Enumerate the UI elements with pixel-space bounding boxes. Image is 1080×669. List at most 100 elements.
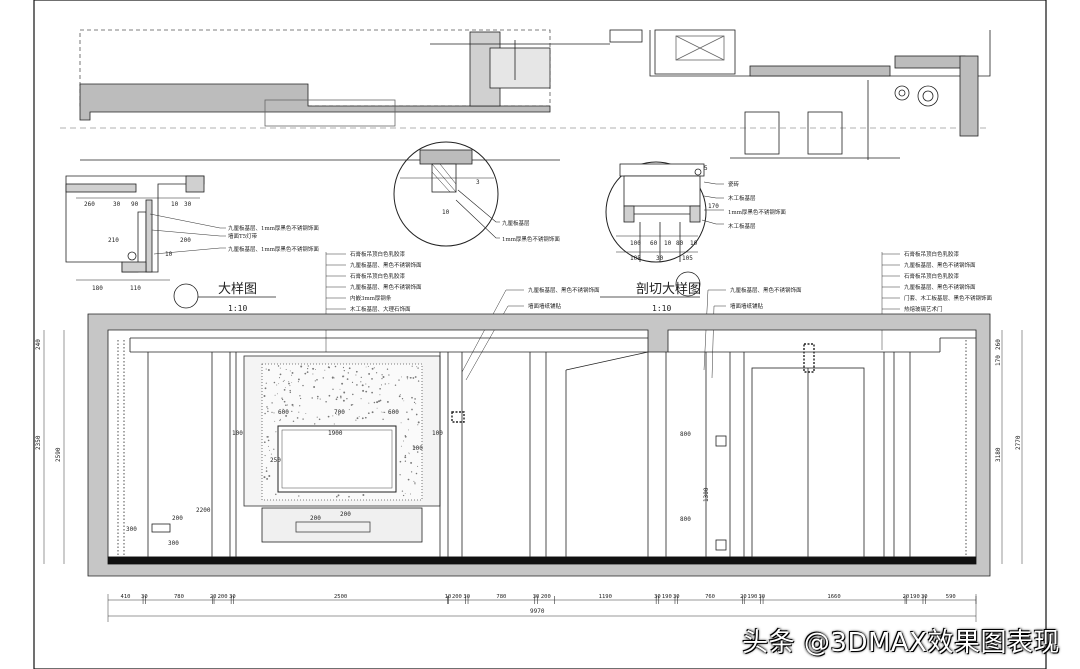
stone-speckle [297, 381, 299, 383]
stone-speckle [408, 452, 410, 454]
stone-speckle [404, 435, 407, 438]
stone-speckle [404, 456, 407, 459]
bottom-dim-label: 760 [705, 594, 715, 600]
elevation-dims: 600 700 600 1900 250 100 100 100 300 220… [126, 409, 710, 547]
stone-speckle [263, 395, 266, 397]
stone-speckle [358, 416, 360, 418]
stone-speckle [283, 379, 285, 381]
stone-speckle [282, 380, 284, 383]
stone-speckle [406, 376, 409, 378]
stone-speckle [384, 383, 386, 385]
stone-speckle [364, 416, 367, 419]
stone-speckle [265, 368, 267, 370]
stone-speckle [298, 495, 300, 497]
detail-dim-mid: 10 [165, 251, 173, 258]
low-dim-3: 200 [172, 515, 183, 522]
section-dim-b1-3: 10 [664, 240, 672, 247]
stone-speckle [319, 398, 321, 400]
stone-speckle [285, 414, 288, 417]
floor-plan-fragment [60, 29, 991, 161]
stone-speckle [376, 407, 378, 409]
detail-dim-top-3: 90 [131, 201, 139, 208]
circle-note-1: 九厘板基层 [502, 219, 530, 227]
detail-note-3: 九厘板基层、1mm厚黑色不锈钢饰面 [228, 245, 319, 253]
lower-tv-1: 200 [310, 515, 321, 522]
stone-speckle [316, 395, 319, 398]
mid-1300: 1300 [703, 487, 710, 502]
annotation-leaders [325, 252, 900, 381]
stone-speckle [401, 398, 404, 400]
stone-speckle [355, 374, 357, 376]
stone-speckle [411, 396, 413, 399]
detail-dim-top-2: 30 [113, 201, 121, 208]
vdim-right-1: 170 [995, 355, 1002, 366]
stone-speckle [403, 400, 405, 402]
stone-speckle [292, 420, 295, 423]
stone-speckle [286, 404, 289, 406]
stone-speckle [273, 448, 275, 450]
stone-speckle [278, 383, 280, 385]
stone-speckle [414, 398, 416, 400]
stone-speckle [382, 411, 384, 413]
circle-dim-1: 3 [476, 179, 480, 186]
low-dim-1: 300 [126, 526, 137, 533]
stone-speckle [371, 411, 374, 414]
stone-speckle [271, 402, 273, 404]
stone-speckle [406, 411, 408, 413]
detail-drawing [65, 175, 276, 309]
stone-speckle [383, 411, 386, 414]
tv-dim-3: 600 [388, 409, 399, 416]
stone-speckle [398, 379, 400, 381]
stone-speckle [365, 390, 368, 393]
stone-speckle [267, 436, 270, 438]
stone-speckle [341, 382, 344, 385]
stone-speckle [362, 494, 365, 496]
section-dim-b2-1: 105 [630, 255, 641, 262]
bottom-dim-label: 30 [758, 594, 765, 600]
stone-speckle [340, 397, 342, 399]
stone-speckle [367, 365, 369, 367]
side-dim-2: 100 [432, 430, 443, 437]
stone-speckle [360, 381, 362, 383]
stone-speckle [332, 415, 334, 417]
bottom-dim-label: 1190 [599, 594, 612, 600]
section-dim-top: 5 [704, 165, 708, 172]
stone-speckle [277, 365, 280, 367]
stone-speckle [343, 369, 345, 372]
stone-speckle [340, 395, 342, 398]
stone-speckle [265, 382, 267, 384]
bottom-dim-chain [107, 594, 977, 622]
section-notes: 瓷砖 木工板基层 1mm厚黑色不锈钢饰面 木工板基层 [728, 180, 786, 230]
stone-speckle [399, 394, 401, 396]
vdim-right-3: 3180 [995, 447, 1002, 462]
vdim-right-4: 2770 [1015, 435, 1022, 450]
stone-speckle [400, 376, 402, 378]
stone-speckle [381, 374, 383, 376]
stone-speckle [275, 493, 277, 496]
stone-speckle [265, 467, 268, 469]
stone-speckle [300, 365, 303, 368]
stone-speckle [386, 400, 389, 403]
stone-speckle [414, 482, 416, 484]
stone-speckle [282, 408, 284, 410]
stone-speckle [371, 391, 373, 394]
detail-dim-right: 200 [180, 237, 191, 244]
stone-speckle [406, 378, 408, 380]
tv-width: 1900 [328, 430, 343, 437]
stone-speckle [271, 411, 273, 414]
section-dim-right: 170 [708, 203, 719, 210]
tv-height: 250 [270, 457, 281, 464]
vdim-left-2: 2350 [35, 435, 42, 450]
detail-note-2: 墙面T5灯带 [228, 232, 258, 240]
stone-speckle [339, 388, 341, 390]
stone-speckle [368, 402, 370, 404]
stone-speckle [375, 372, 378, 374]
detail-dim-top-4: 10 [171, 201, 179, 208]
stone-speckle [298, 411, 300, 413]
section-note-2: 木工板基层 [728, 194, 756, 202]
bottom-dim-label: 20 [210, 594, 217, 600]
right-note-1: 石膏板吊顶白色乳胶漆 [904, 250, 960, 258]
stone-speckle [263, 441, 266, 444]
